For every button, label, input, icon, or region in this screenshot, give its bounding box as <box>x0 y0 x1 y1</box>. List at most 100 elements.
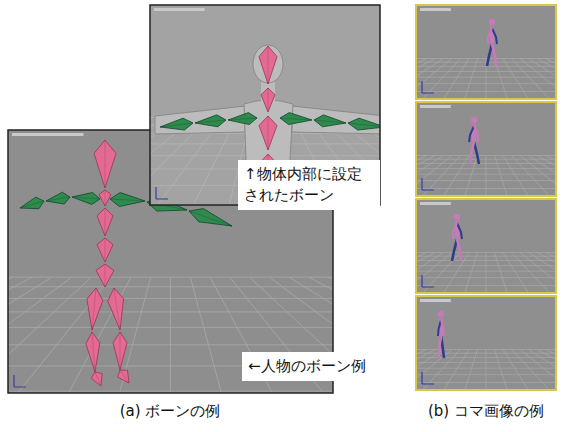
grid-line <box>512 253 554 293</box>
bone <box>20 197 44 209</box>
callout-box: ↑物体内部に設定 されたボーン <box>238 160 380 210</box>
figure-arm <box>474 126 478 142</box>
bone <box>261 88 275 112</box>
figure-leg <box>470 142 474 164</box>
grid-line <box>416 163 556 164</box>
axis-icon <box>422 275 434 287</box>
bone <box>195 115 226 127</box>
bone-ridge <box>72 197 100 199</box>
bone <box>86 332 100 372</box>
grid-line <box>170 277 171 393</box>
grid-line <box>529 156 556 196</box>
viewport-panel <box>172 296 574 394</box>
figure-head <box>489 19 495 25</box>
grid-line <box>464 253 478 293</box>
callout-text: ↑物体内部に設定 されたボーン <box>244 164 374 206</box>
grid-line <box>416 62 556 63</box>
figure-leg <box>457 239 461 261</box>
grid-line <box>416 59 452 99</box>
bone-ridge <box>314 120 346 123</box>
bone-ridge <box>105 208 106 236</box>
figure-arm <box>488 28 492 44</box>
floor-grid <box>8 277 333 393</box>
grid-line <box>416 253 443 293</box>
bone-ridge <box>105 238 106 262</box>
floor-grid <box>416 253 556 293</box>
panel-border <box>416 102 556 196</box>
grid-line <box>419 253 461 293</box>
walking-figure <box>452 214 462 261</box>
grid-line <box>546 156 556 196</box>
figure-caption: (a) ボーンの例 <box>120 402 221 422</box>
bone <box>259 46 277 84</box>
grid-line <box>464 59 478 99</box>
title-bar <box>420 202 451 205</box>
grid-line <box>8 277 72 393</box>
grid-line <box>441 156 469 196</box>
figure-arm <box>457 223 462 239</box>
axis-icon <box>422 372 434 384</box>
figure-head <box>438 311 444 317</box>
grid-line <box>537 59 556 99</box>
grid-line <box>416 353 556 354</box>
bone <box>99 190 111 206</box>
figure-torso <box>439 318 443 336</box>
bone <box>228 113 257 125</box>
bone-ridge <box>268 88 269 112</box>
bone-ridge <box>105 264 106 287</box>
bone <box>160 118 193 130</box>
grid-line <box>495 253 509 293</box>
grid-line <box>546 350 556 390</box>
grid-line <box>486 253 487 293</box>
grid-line <box>441 59 469 99</box>
grid-line <box>537 253 556 293</box>
figure-leg <box>487 44 492 66</box>
bone <box>46 192 70 204</box>
bone-ridge <box>110 199 145 201</box>
grid-line <box>416 253 452 293</box>
grid-line <box>119 277 151 393</box>
grid-line <box>190 277 222 393</box>
axis-icon <box>156 187 168 199</box>
grid-line <box>441 350 469 390</box>
bone <box>97 238 113 262</box>
figure-leg <box>439 336 441 358</box>
bone-ridge <box>46 197 70 201</box>
bone-ridge <box>114 288 120 330</box>
grid-line <box>8 327 333 328</box>
bone <box>280 113 312 125</box>
grid-line <box>416 252 556 253</box>
grid-line <box>512 59 554 99</box>
grid-line <box>416 71 556 72</box>
bone-ridge <box>268 46 269 84</box>
bone-ridge <box>280 118 312 120</box>
grid-line <box>486 350 487 390</box>
bone <box>72 192 100 204</box>
figure-head <box>454 214 460 220</box>
floor-grid <box>416 350 556 390</box>
grid-line <box>416 277 556 278</box>
figure-arm <box>469 126 474 142</box>
panel-ground <box>150 5 380 205</box>
viewport-panel <box>172 5 574 103</box>
grid-line <box>416 168 556 169</box>
grid-line <box>8 391 333 392</box>
bone-ridge <box>95 372 101 386</box>
axis-icon <box>422 178 434 190</box>
grid-line <box>416 77 556 78</box>
grid-line <box>416 260 556 261</box>
bone-ridge <box>228 118 257 120</box>
grid-line <box>441 253 469 293</box>
axis-icon <box>422 81 434 93</box>
grid-line <box>8 311 333 312</box>
title-bar <box>420 299 451 302</box>
grid-line <box>529 59 556 99</box>
grid-line <box>416 357 556 358</box>
figure-head <box>471 117 477 123</box>
grid-line <box>416 362 556 363</box>
grid-line <box>8 277 333 278</box>
bone <box>118 370 129 383</box>
grid-line <box>537 350 556 390</box>
panel-border <box>416 296 556 390</box>
